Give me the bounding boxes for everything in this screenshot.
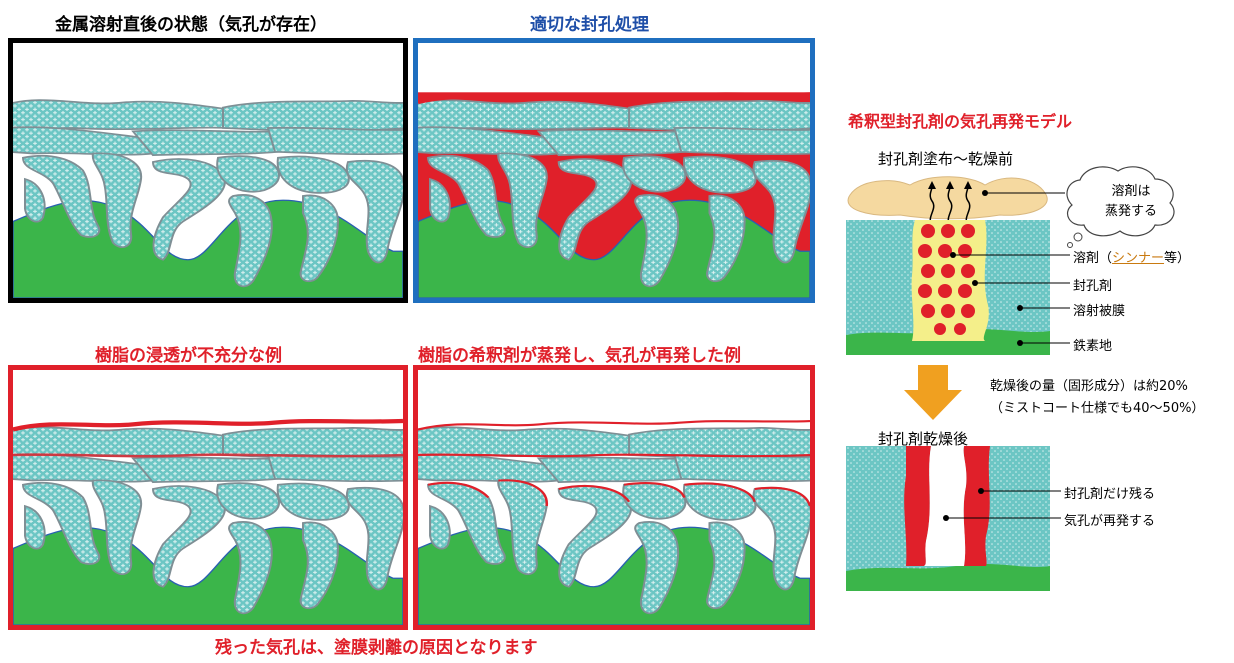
panel3-title: 樹脂の浸透が不充分な例 (95, 346, 282, 366)
note-line2: （ミストコート仕様でも40～50%） (990, 401, 1205, 416)
note-line1: 乾燥後の量（固形成分）は約20% (990, 379, 1188, 394)
panel-before-sealing (8, 38, 408, 303)
legend-solvent: 溶剤（シンナー等） (1073, 247, 1190, 266)
cloud-text-line2: 蒸発する (1105, 204, 1158, 219)
panel-pores-reappear (413, 365, 815, 630)
footer-caption: 残った気孔は、塗膜剥離の原因となります (215, 638, 538, 658)
after-legend-sealant: 封孔剤だけ残る (1064, 487, 1156, 502)
legend-sealant: 封孔剤 (1073, 279, 1113, 294)
dry-amount-note: 乾燥後の量（固形成分）は約20% （ミストコート仕様でも40～50%） (990, 376, 1204, 420)
panel-insufficient-penetration (8, 365, 408, 630)
panel2-title: 適切な封孔処理 (530, 15, 649, 35)
after-drying-label: 封孔剤乾燥後 (878, 430, 969, 448)
sealer-model-diagram (846, 166, 1175, 505)
legend-substrate: 鉄素地 (1073, 339, 1113, 354)
after-legend-pore: 気孔が再発する (1064, 514, 1156, 529)
panel-proper-sealing (413, 38, 815, 303)
legend-solvent-suffix: 等） (1164, 251, 1191, 266)
legend-coating: 溶射被膜 (1073, 304, 1126, 319)
legend-solvent-link: シンナー (1112, 251, 1165, 266)
cloud-text: 溶剤は 蒸発する (1105, 182, 1157, 222)
before-drying-label: 封孔剤塗布～乾燥前 (878, 150, 1014, 168)
model-title: 希釈型封孔剤の気孔再発モデル (848, 112, 1073, 131)
panel1-title: 金属溶射直後の状態（気孔が存在） (55, 15, 327, 35)
legend-solvent-prefix: 溶剤（ (1073, 251, 1113, 266)
after-drying-diagram (846, 446, 1061, 591)
cloud-text-line1: 溶剤は (1111, 184, 1151, 199)
panel4-title: 樹脂の希釈剤が蒸発し、気孔が再発した例 (418, 346, 741, 366)
